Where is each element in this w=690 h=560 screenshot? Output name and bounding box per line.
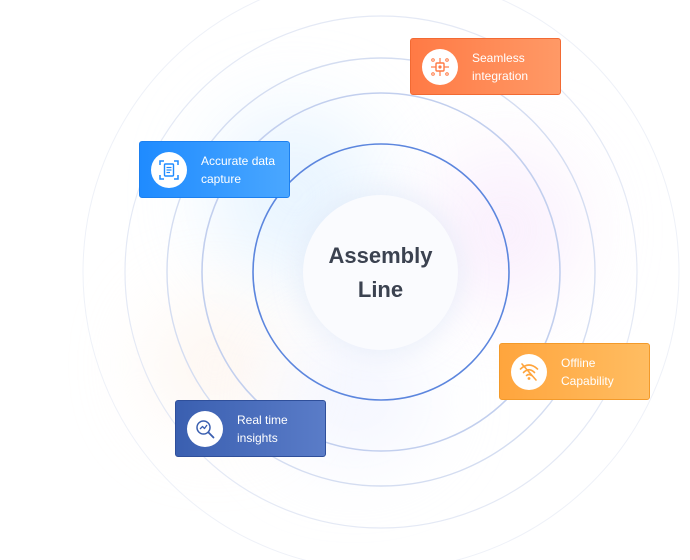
feature-label: Offline Capability [561,354,649,390]
feature-card-offline-capability[interactable]: Offline Capability [499,343,650,400]
outer-ring-2 [201,92,561,452]
document-scan-icon [151,151,187,188]
center-title-line2: Line [357,276,404,302]
center-hub: Assembly Line [303,195,458,350]
center-title: Assembly Line [316,239,446,307]
magnify-chart-icon [187,410,223,447]
feature-label: Real time insights [237,411,325,447]
feature-label-line1: Seamless [472,50,525,65]
feature-label-line2: capture [201,171,242,186]
feature-card-accurate-data-capture[interactable]: Accurate data capture [139,141,290,198]
feature-label-line2: Capability [561,373,614,388]
feature-label-line1: Offline [561,355,596,370]
integration-chip-icon [422,48,458,85]
feature-card-real-time-insights[interactable]: Real time insights [175,400,326,457]
feature-label: Accurate data capture [201,152,289,188]
outer-ring-4 [124,15,638,529]
feature-label-line2: insights [237,430,278,445]
center-title-line1: Assembly [328,242,433,268]
inner-ring [252,143,510,401]
feature-label-line1: Real time [237,412,288,427]
wifi-off-icon [511,353,547,390]
outer-ring-3 [166,57,596,487]
feature-label-line2: integration [472,68,529,83]
feature-label-line1: Accurate data [201,153,276,168]
outer-ring-5 [82,0,680,560]
feature-label: Seamless integration [472,49,560,85]
feature-card-seamless-integration[interactable]: Seamless integration [410,38,561,95]
